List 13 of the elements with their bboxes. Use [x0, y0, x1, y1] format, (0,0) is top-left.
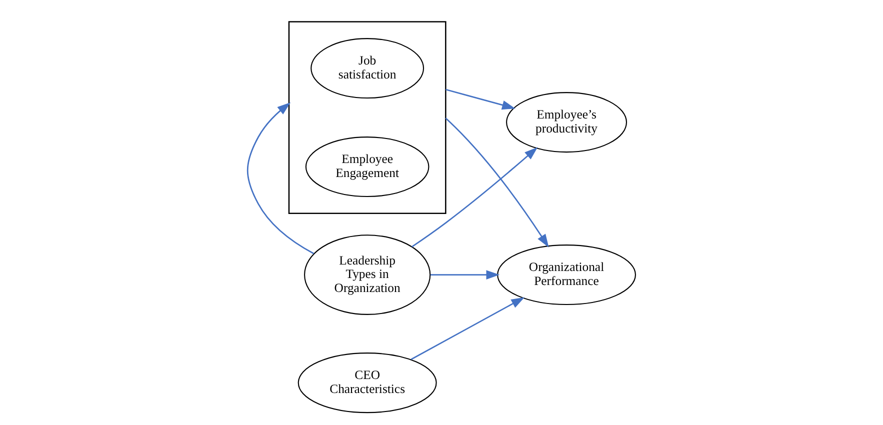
node-ellipse: CEO Characteristics	[298, 352, 437, 413]
arrow	[246, 102, 314, 254]
node-ellipse: Employee’s productivity	[506, 92, 628, 152]
node-ellipse: Job satisfaction	[310, 38, 424, 98]
arrow	[430, 270, 500, 279]
arrow	[445, 88, 516, 110]
node-ellipse: Employee Engagement	[305, 136, 430, 197]
arrow	[445, 117, 549, 248]
arrow	[412, 146, 538, 247]
arrow	[410, 296, 525, 360]
node-ellipse: Leadership Types in Organization	[304, 234, 431, 314]
cluster	[288, 20, 446, 214]
node-ellipse: Organizational Performance	[497, 244, 636, 305]
